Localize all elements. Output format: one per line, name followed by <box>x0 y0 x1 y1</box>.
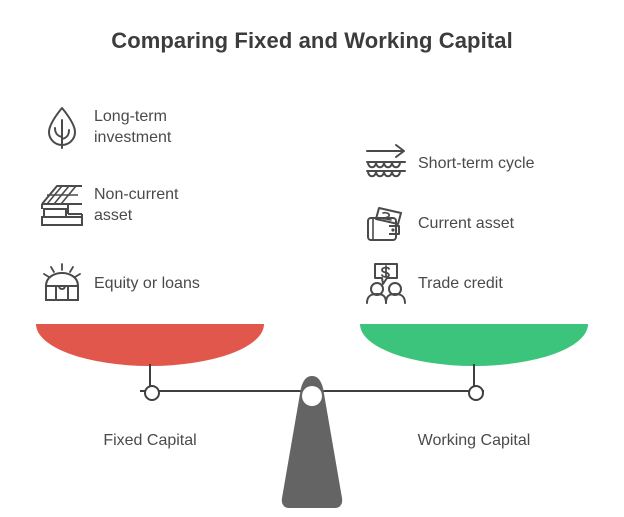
feature-label: Current asset <box>418 214 515 232</box>
wallet-cash-icon <box>360 197 412 249</box>
page-title: Comparing Fixed and Working Capital <box>111 28 513 53</box>
arrow-waves-icon <box>360 137 412 189</box>
feature-label: Trade credit <box>418 274 503 292</box>
balance-scale: Fixed Capital Working Capital <box>0 312 624 512</box>
people-dollar-speech-icon <box>360 257 412 309</box>
feature-item-current-asset: Current asset <box>360 198 610 248</box>
sprout-leaf-icon <box>36 101 88 153</box>
feature-label: Long-term investment <box>94 108 172 146</box>
working-capital-pan-stem <box>473 364 475 390</box>
fixed-capital-pan <box>36 324 264 366</box>
feature-label: Short-term cycle <box>418 154 535 172</box>
feature-item-short-term-cycle: Short-term cycle <box>360 138 610 188</box>
feature-item-equity-or-loans: Equity or loans <box>36 252 286 314</box>
treasure-chest-icon <box>36 257 88 309</box>
feature-item-non-current-asset: Non-current asset <box>36 174 286 236</box>
feature-label: Equity or loans <box>94 274 200 292</box>
working-capital-pivot-ring <box>468 385 484 401</box>
working-capital-caption: Working Capital <box>417 432 531 449</box>
feature-label: Non-current asset <box>94 186 179 224</box>
fixed-capital-pan-stem <box>149 364 151 390</box>
scale-fulcrum-icon <box>266 372 358 512</box>
fixed-capital-feature-list: Long-term investment Non-current asset <box>36 96 286 330</box>
house-bricks-icon <box>36 179 88 231</box>
feature-item-long-term-investment: Long-term investment <box>36 96 286 158</box>
fixed-capital-pivot-ring <box>144 385 160 401</box>
fixed-capital-caption: Fixed Capital <box>103 432 197 449</box>
working-capital-pan <box>360 324 588 366</box>
working-capital-feature-list: Short-term cycle Current asset <box>360 138 610 318</box>
feature-item-trade-credit: Trade credit <box>360 258 610 308</box>
